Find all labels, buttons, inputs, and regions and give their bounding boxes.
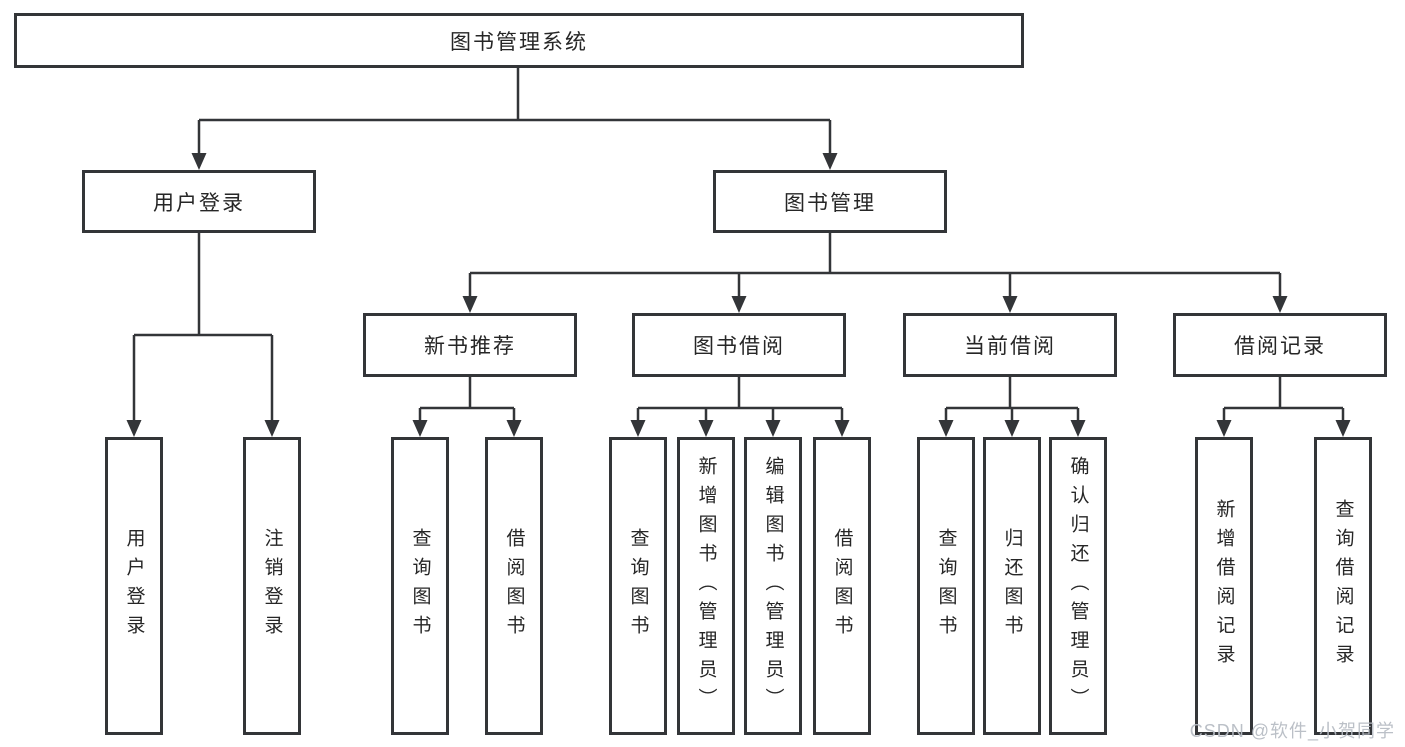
node-borrowing-records: 借阅记录 (1173, 313, 1387, 377)
leaf-return-books: 归还图书 (983, 437, 1041, 735)
leaf-query-borrow-record: 查询借阅记录 (1314, 437, 1372, 735)
node-book-borrowing: 图书借阅 (632, 313, 846, 377)
leaf-add-borrow-record: 新增借阅记录 (1195, 437, 1253, 735)
node-user-login: 用户登录 (82, 170, 316, 233)
leaf-add-books-admin: 新增图书（管理员） (677, 437, 735, 735)
leaf-confirm-return-admin: 确认归还（管理员） (1049, 437, 1107, 735)
leaf-borrow-books-recommend: 借阅图书 (485, 437, 543, 735)
leaf-query-books-borrow: 查询图书 (609, 437, 667, 735)
leaf-query-books-current: 查询图书 (917, 437, 975, 735)
node-library-management-system: 图书管理系统 (14, 13, 1024, 68)
node-new-book-recommendation: 新书推荐 (363, 313, 577, 377)
leaf-logout: 注销登录 (243, 437, 301, 735)
csdn-watermark: CSDN @软件_小贺同学 (1189, 721, 1395, 741)
leaf-borrow-books: 借阅图书 (813, 437, 871, 735)
leaf-user-login: 用户登录 (105, 437, 163, 735)
leaf-edit-books-admin: 编辑图书（管理员） (744, 437, 802, 735)
node-current-borrowing: 当前借阅 (903, 313, 1117, 377)
leaf-query-books-recommend: 查询图书 (391, 437, 449, 735)
node-book-management: 图书管理 (713, 170, 947, 233)
